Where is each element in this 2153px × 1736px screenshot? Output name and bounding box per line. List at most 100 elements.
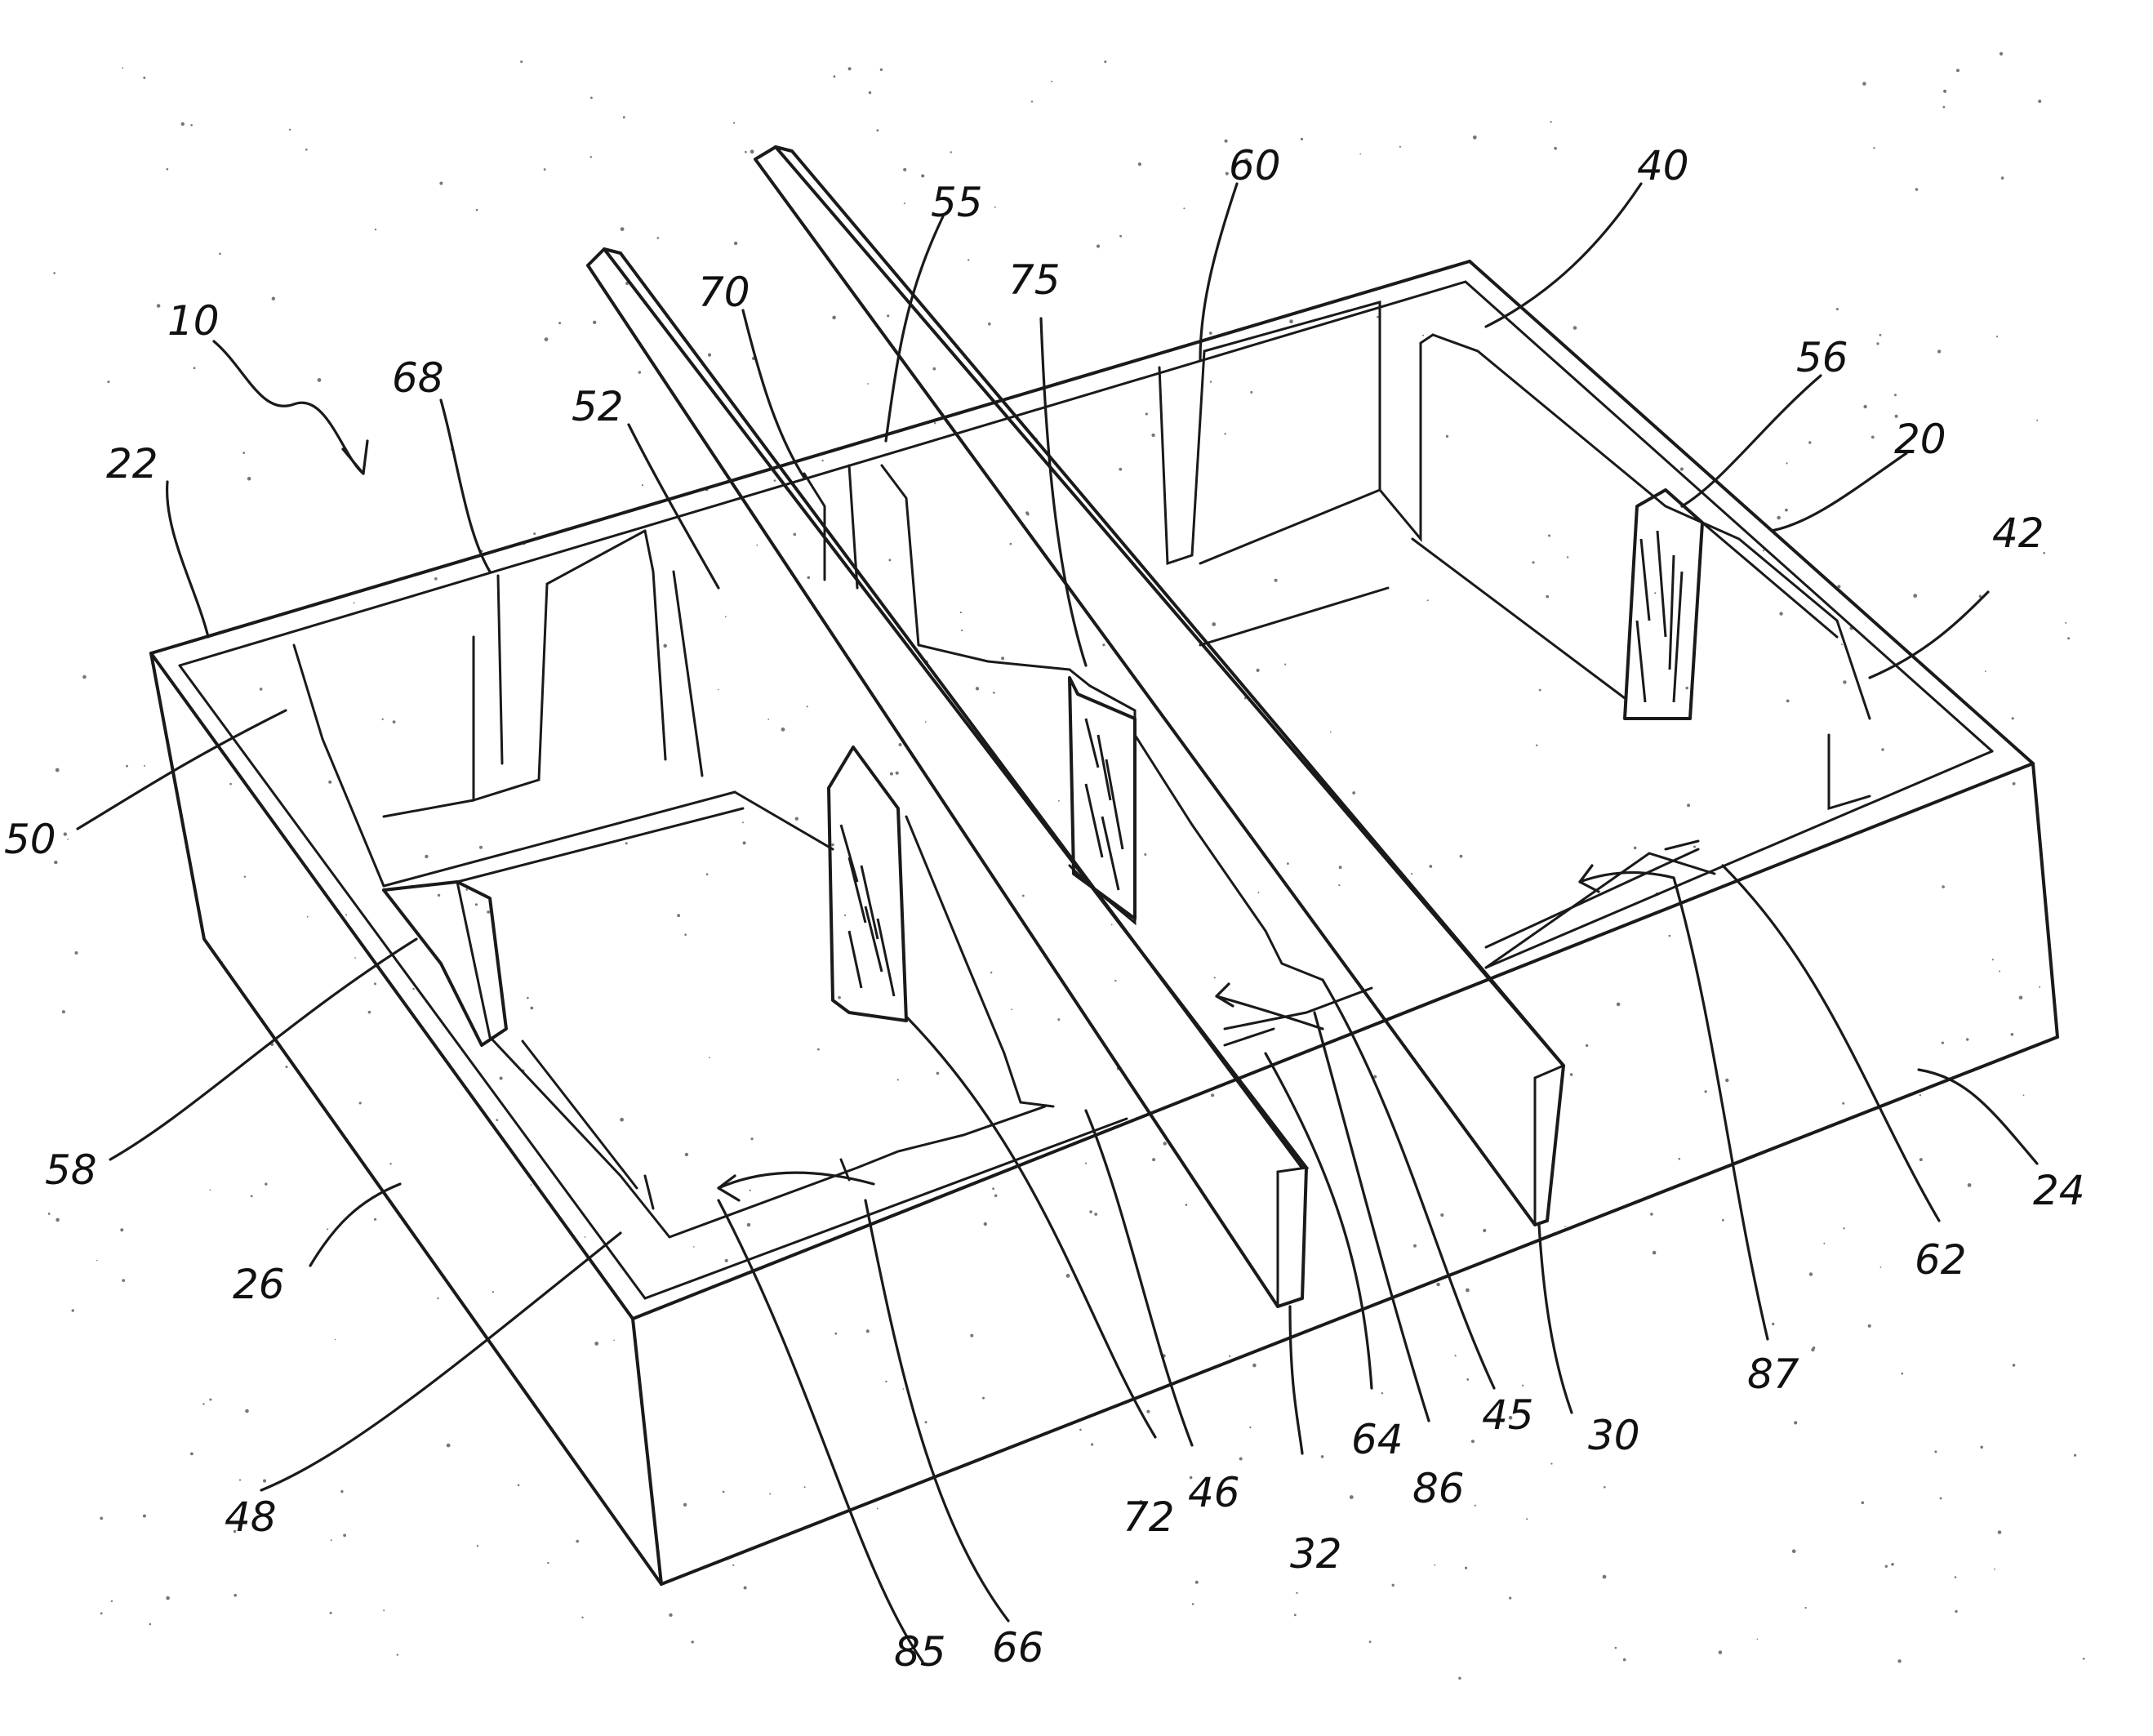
scan-speck bbox=[585, 1236, 586, 1238]
scan-speck bbox=[181, 122, 185, 126]
scan-speck bbox=[1025, 511, 1029, 514]
scan-speck bbox=[593, 321, 596, 324]
scan-speck bbox=[251, 1195, 253, 1198]
scan-speck bbox=[1786, 462, 1788, 464]
scan-speck bbox=[1225, 140, 1228, 143]
scan-speck bbox=[988, 323, 991, 326]
scan-speck bbox=[1885, 1565, 1888, 1568]
scan-speck bbox=[817, 1048, 820, 1051]
scan-speck bbox=[732, 1565, 734, 1566]
label-58: 58 bbox=[45, 1146, 97, 1194]
scan-speck bbox=[1257, 892, 1259, 893]
scan-speck bbox=[1114, 980, 1116, 982]
scan-speck bbox=[530, 1007, 533, 1010]
label-87: 87 bbox=[1747, 1351, 1799, 1398]
scan-speck bbox=[1998, 1530, 2002, 1534]
scan-speck bbox=[1392, 1584, 1395, 1587]
outer-rim-front-right bbox=[633, 763, 2033, 1319]
scan-speck bbox=[992, 1187, 994, 1190]
scan-speck bbox=[2083, 1658, 2085, 1660]
scan-speck bbox=[2000, 52, 2003, 56]
scan-speck bbox=[500, 1076, 503, 1079]
scan-speck bbox=[368, 1011, 371, 1014]
scan-speck bbox=[219, 253, 221, 256]
scan-speck bbox=[866, 1329, 870, 1333]
scan-speck bbox=[832, 316, 836, 320]
scan-speck bbox=[899, 743, 902, 746]
scan-speck bbox=[934, 422, 936, 424]
scan-speck bbox=[1942, 1042, 1944, 1044]
scan-speck bbox=[709, 1057, 710, 1058]
scan-speck bbox=[1902, 1373, 1904, 1375]
scan-speck bbox=[1996, 336, 1998, 337]
scan-speck bbox=[149, 1623, 152, 1626]
scan-speck bbox=[1466, 1378, 1469, 1381]
scan-speck bbox=[1413, 1244, 1417, 1248]
scan-speck bbox=[638, 371, 642, 374]
scan-speck bbox=[1891, 1563, 1894, 1566]
scan-speck bbox=[1894, 394, 1897, 396]
outer-rim-front-left bbox=[151, 653, 633, 1319]
scan-speck bbox=[374, 982, 376, 985]
scan-speck bbox=[1705, 1090, 1707, 1093]
scan-speck bbox=[157, 304, 161, 308]
scan-speck bbox=[890, 772, 893, 776]
scan-speck bbox=[804, 1486, 806, 1488]
scan-speck bbox=[1185, 1204, 1188, 1206]
scan-speck bbox=[903, 168, 906, 171]
scan-speck bbox=[590, 156, 592, 158]
scan-speck bbox=[354, 957, 356, 959]
scan-speck bbox=[1085, 1163, 1087, 1164]
scan-speck bbox=[885, 1381, 887, 1382]
scan-speck bbox=[67, 839, 69, 840]
scan-speck bbox=[1792, 1549, 1796, 1553]
scan-speck bbox=[1863, 405, 1866, 408]
scan-speck bbox=[669, 1614, 672, 1617]
scan-speck bbox=[1570, 1073, 1573, 1076]
scan-speck bbox=[1943, 90, 1946, 93]
label-72: 72 bbox=[1123, 1493, 1175, 1541]
scan-speck bbox=[1411, 873, 1412, 875]
scan-speck bbox=[1252, 1364, 1257, 1368]
scan-speck bbox=[744, 1587, 747, 1590]
scan-speck bbox=[693, 1246, 695, 1248]
scan-speck bbox=[733, 122, 735, 123]
scan-speck bbox=[359, 1102, 362, 1104]
scan-speck bbox=[904, 203, 905, 204]
scan-speck bbox=[1296, 1592, 1297, 1594]
scan-speck bbox=[82, 675, 87, 679]
scan-speck bbox=[1011, 1008, 1012, 1010]
right-corner-edge bbox=[2033, 763, 2057, 1037]
scan-speck bbox=[1509, 1597, 1511, 1600]
scan-speck bbox=[1471, 1440, 1475, 1443]
scan-speck bbox=[1274, 579, 1278, 582]
scan-speck bbox=[1550, 121, 1551, 122]
scan-speck bbox=[166, 1596, 170, 1600]
scan-speck bbox=[734, 242, 737, 245]
scan-speck bbox=[286, 1066, 288, 1068]
scan-speck bbox=[677, 914, 680, 917]
scan-speck bbox=[821, 460, 823, 461]
scan-speck bbox=[2036, 420, 2038, 421]
scan-speck bbox=[437, 1298, 438, 1299]
left-corner-edge bbox=[151, 653, 661, 1584]
block-58 bbox=[384, 882, 506, 1045]
scan-speck bbox=[340, 1490, 343, 1493]
scan-speck bbox=[1539, 689, 1541, 692]
scan-speck bbox=[111, 1600, 113, 1602]
scan-speck bbox=[1526, 1518, 1528, 1520]
label-24: 24 bbox=[2033, 1167, 2085, 1214]
scan-speck bbox=[122, 67, 123, 69]
scan-speck bbox=[1862, 82, 1866, 86]
pad-75 bbox=[1070, 678, 1135, 919]
scan-speck bbox=[1842, 1102, 1844, 1105]
scan-speck bbox=[1536, 745, 1537, 746]
scan-speck bbox=[807, 706, 808, 707]
scan-speck bbox=[1968, 1183, 1972, 1187]
pad-75-hatch bbox=[1086, 719, 1123, 890]
scan-speck bbox=[880, 69, 883, 71]
scan-speck bbox=[1427, 599, 1429, 601]
scan-speck bbox=[1680, 467, 1684, 470]
arrow-86-head bbox=[1217, 984, 1233, 1006]
scan-speck bbox=[869, 91, 871, 94]
